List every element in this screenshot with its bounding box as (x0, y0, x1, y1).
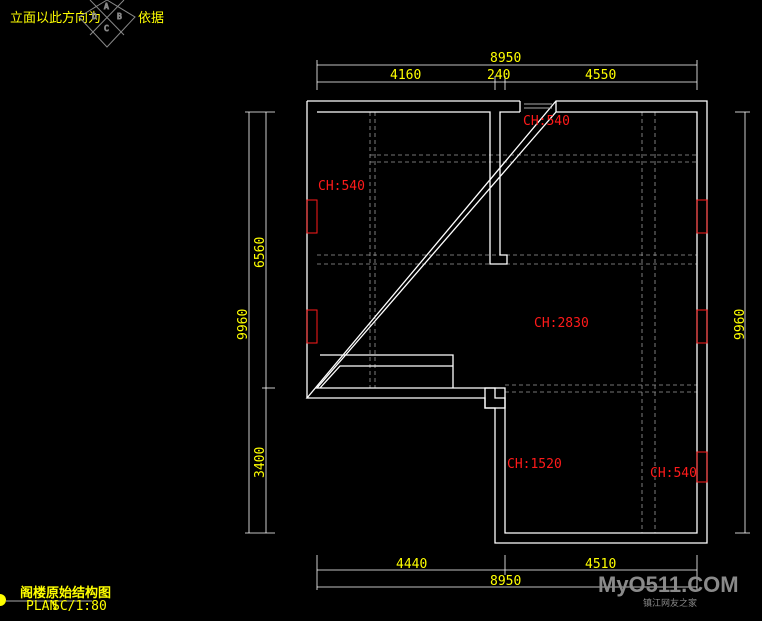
bottom-dimensions: 4440 4510 8950 (316, 555, 698, 590)
svg-text:镇江网友之家: 镇江网友之家 (643, 597, 697, 609)
drawing-title: 阁楼原始结构图 (20, 585, 111, 601)
svg-text:MyO511.COM: MyO511.COM (598, 572, 739, 597)
ceiling-height-label: CH:540 (318, 179, 365, 194)
svg-text:240: 240 (487, 68, 510, 83)
legend-left-text: 立面以此方向为 (10, 10, 101, 26)
svg-text:B: B (117, 12, 122, 21)
beam-lines (317, 112, 697, 533)
svg-text:4440: 4440 (396, 557, 427, 572)
windows (306, 103, 708, 483)
title-marker-icon (0, 594, 6, 606)
svg-text:6560: 6560 (253, 237, 268, 268)
walls (305, 100, 708, 544)
ceiling-height-label: CH:1520 (507, 457, 562, 472)
svg-text:8950: 8950 (490, 51, 521, 66)
ceiling-height-label: CH:540 (523, 114, 570, 129)
scale-label: SC/1:80 (52, 599, 107, 614)
svg-text:4550: 4550 (585, 68, 616, 83)
svg-text:9960: 9960 (733, 309, 748, 340)
svg-text:4160: 4160 (390, 68, 421, 83)
svg-text:8950: 8950 (490, 574, 521, 589)
left-dimensions: 9960 6560 3400 (236, 111, 275, 534)
svg-text:A: A (104, 2, 109, 11)
legend-right-text: 依据 (138, 11, 164, 26)
svg-text:4510: 4510 (585, 557, 616, 572)
plan-label: PLAN (26, 599, 57, 614)
ceiling-height-label: CH:2830 (534, 316, 589, 331)
top-dimensions: 8950 4160 240 4550 (316, 51, 698, 90)
svg-text:3400: 3400 (253, 447, 268, 478)
svg-text:D: D (92, 12, 97, 21)
svg-text:9960: 9960 (236, 309, 251, 340)
orientation-compass-icon: A B C D (78, 0, 136, 48)
ceiling-height-label: CH:540 (650, 466, 697, 481)
right-dimensions: 9960 (733, 111, 750, 534)
watermark-logo: MyO511.COM 镇江网友之家 (598, 572, 739, 609)
svg-text:C: C (104, 24, 109, 33)
